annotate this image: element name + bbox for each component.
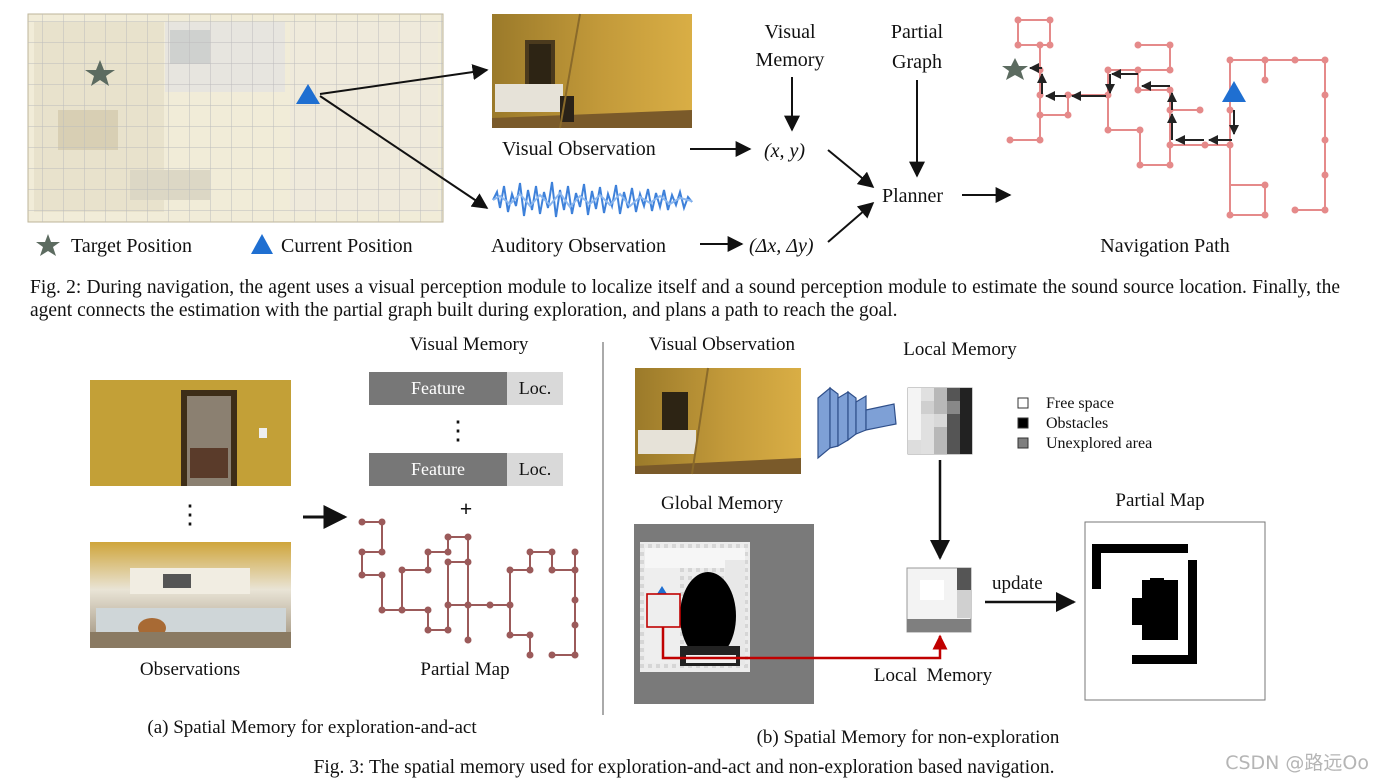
visual-memory-label-2: Memory: [755, 49, 825, 71]
loc-cell: Loc.: [507, 453, 563, 486]
plus-sign: +: [459, 496, 473, 521]
watermark: CSDN @路远Oo: [1225, 752, 1369, 774]
visual-memory-title: Visual Memory: [409, 334, 529, 355]
partial-map-label-b: Partial Map: [1115, 490, 1205, 511]
auditory-observation-label: Auditory Observation: [491, 235, 666, 257]
update-label: update: [992, 573, 1043, 594]
navigation-path-graph: [1006, 16, 1329, 219]
observation-image-room: [90, 380, 291, 486]
partial-map-graph-a: [358, 518, 579, 659]
current-triangle-path: [1222, 81, 1246, 102]
loc-cell: Loc.: [507, 372, 563, 405]
visual-observation-image-b: [635, 367, 801, 475]
xy-estimate-label: (x, y): [764, 140, 806, 162]
memory-entry-n: Feature Loc.: [369, 453, 563, 486]
dxdy-estimate-label: (Δx, Δy): [749, 235, 814, 257]
legend-free-icon: [1017, 397, 1029, 409]
current-triangle-map: [296, 84, 320, 104]
local-memory-grid-bottom: [906, 567, 972, 633]
cnn-encoder-icon: [817, 386, 897, 460]
fig2-caption: Fig. 2: During navigation, the agent use…: [30, 277, 1340, 321]
global-memory-label: Global Memory: [661, 493, 783, 514]
feature-cell: Feature: [369, 453, 507, 486]
subcaption-b: (b) Spatial Memory for non-exploration: [756, 727, 1060, 748]
observations-label: Observations: [139, 659, 241, 680]
legend-star-icon: [36, 234, 60, 256]
legend-free-label: Free space: [1046, 395, 1114, 412]
legend-unexplored-label: Unexplored area: [1046, 435, 1153, 452]
fig3-caption: Fig. 3: The spatial memory used for expl…: [313, 757, 1055, 778]
observations-ellipsis: ⋮: [177, 500, 203, 529]
visual-memory-label-1: Visual: [764, 21, 816, 43]
observation-image-kitchen: [90, 542, 291, 648]
partial-graph-label-1: Partial: [890, 21, 944, 43]
memory-ellipsis: ⋮: [445, 416, 471, 445]
target-star-path: [1002, 58, 1028, 80]
local-memory-label-top: Local Memory: [903, 339, 1017, 360]
planned-path-arrows: [1029, 63, 1239, 145]
local-memory-grid-top: [907, 387, 973, 455]
memory-entry-1: Feature Loc.: [369, 372, 563, 405]
legend-triangle-icon: [251, 234, 273, 254]
auditory-waveform: [492, 181, 693, 218]
partial-graph-label-2: Graph: [892, 51, 942, 73]
planner-label: Planner: [882, 185, 944, 207]
global-memory-map: [634, 524, 814, 704]
legend-current-label: Current Position: [281, 235, 413, 257]
subcaption-a: (a) Spatial Memory for exploration-and-a…: [147, 717, 477, 738]
legend-obstacles-icon: [1017, 417, 1029, 429]
local-memory-label-bottom: Local Memory: [873, 665, 993, 686]
floorplan-map: [27, 13, 444, 223]
visual-observation-label-b: Visual Observation: [648, 334, 796, 355]
target-star-map: [85, 60, 115, 86]
visual-observation-label: Visual Observation: [502, 138, 656, 160]
feature-cell: Feature: [369, 372, 507, 405]
legend-obstacles-label: Obstacles: [1046, 415, 1109, 432]
legend-unexplored-icon: [1017, 437, 1029, 449]
partial-map-b: [1084, 521, 1266, 701]
visual-observation-image: [492, 13, 692, 129]
partial-map-label-a: Partial Map: [420, 659, 510, 680]
legend-target-label: Target Position: [71, 235, 193, 257]
navigation-path-label: Navigation Path: [1100, 235, 1230, 257]
